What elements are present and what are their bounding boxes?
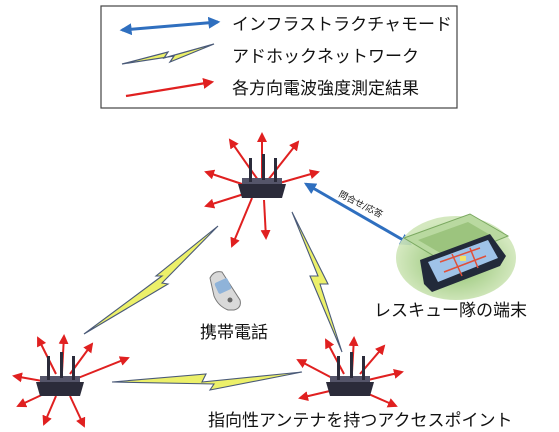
legend-infra-label: インフラストラクチャモード [232, 15, 452, 35]
measure-arrows-top [204, 132, 320, 248]
access-point-label: 指向性アンテナを持つアクセスポイント [208, 411, 512, 431]
legend-adhoc-bolt-icon [121, 43, 215, 65]
router-icon [326, 352, 374, 396]
adhoc-bolt-icon [291, 211, 343, 353]
map-terminal-icon [396, 213, 516, 300]
mobile-phone-icon [209, 271, 241, 311]
router-icon [36, 352, 84, 396]
adhoc-bolt-icon [83, 225, 219, 335]
legend-measure-arrow-icon [125, 77, 215, 98]
rescue-terminal-label: レスキュー隊の端末 [374, 301, 527, 321]
legend: インフラストラクチャモード アドホックネットワーク 各方向電波強度測定結果 [100, 5, 458, 109]
access-point-left [36, 352, 84, 396]
mobile-phone-label: 携帯電話 [200, 323, 268, 343]
access-point-right [326, 352, 374, 396]
adhoc-bolt-icon [111, 371, 303, 391]
access-point-top [238, 154, 286, 198]
infra-arrow-icon [303, 182, 413, 246]
legend-adhoc-label: アドホックネットワーク [232, 47, 419, 67]
legend-infra-arrow-icon [119, 16, 221, 36]
router-icon [238, 154, 286, 198]
legend-measure-label: 各方向電波強度測定結果 [232, 79, 419, 99]
